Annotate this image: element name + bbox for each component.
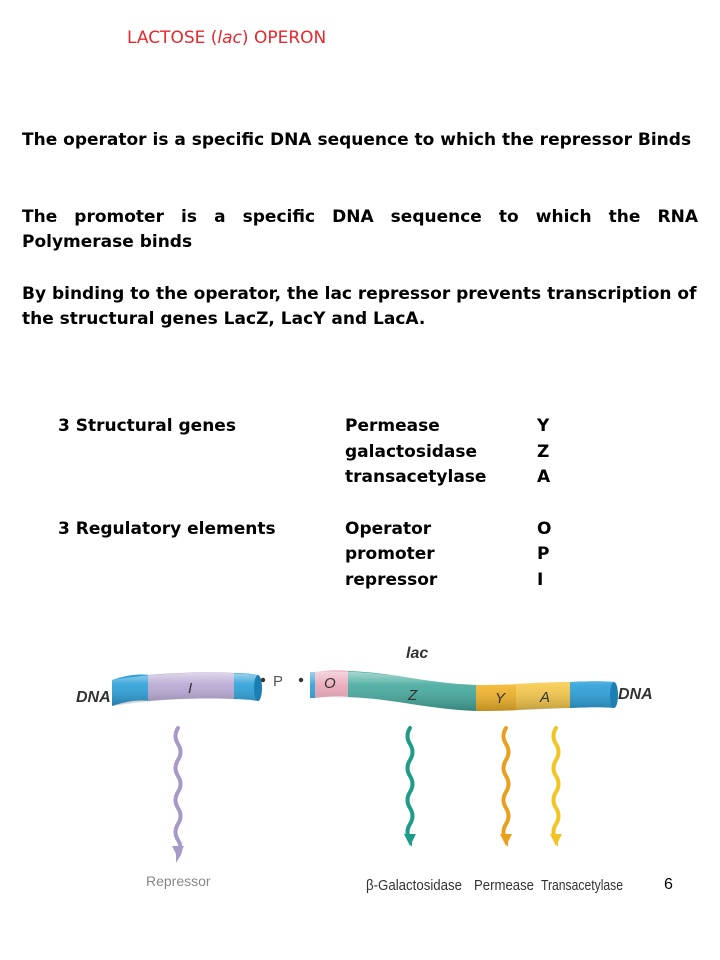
regulatory-elements-heading: 3 Regulatory elements bbox=[58, 518, 276, 539]
table-row: galactosidase Z bbox=[58, 440, 551, 466]
gene-y-label: Y bbox=[495, 690, 506, 707]
element-name: repressor bbox=[345, 569, 438, 590]
table-row: repressor I bbox=[58, 568, 551, 594]
element-letter: I bbox=[537, 569, 544, 590]
repressor-product-label: Repressor bbox=[146, 873, 211, 889]
element-letter: O bbox=[537, 518, 552, 539]
page-number: 6 bbox=[664, 876, 673, 893]
gene-letter: Y bbox=[537, 416, 550, 436]
promoter-paragraph: The promoter is a specific DNA sequence … bbox=[22, 207, 698, 252]
gene-name: Permease bbox=[345, 416, 440, 436]
table-row: transacetylase A bbox=[58, 465, 551, 491]
transacetylase-arrowhead bbox=[550, 834, 562, 846]
table-row: 3 Structural genes Permease Y bbox=[58, 414, 551, 440]
table-row: 3 Regulatory elements Operator O bbox=[58, 517, 551, 543]
gene-letter: A bbox=[537, 467, 551, 487]
permease-arrowhead bbox=[500, 834, 512, 846]
element-name: Operator bbox=[345, 518, 432, 539]
gene-o-label: O bbox=[324, 675, 336, 692]
lac-operon-diagram: DNA I P lac O Z Y A DNA Repressor β-Gala… bbox=[76, 645, 653, 894]
operator-paragraph: The operator is a specific DNA sequence … bbox=[22, 130, 692, 150]
transacetylase-mrna-arrow bbox=[551, 726, 561, 847]
promoter-dot-left bbox=[260, 677, 266, 683]
repressor-mrna-arrow bbox=[173, 726, 183, 863]
galactosidase-mrna-arrow bbox=[405, 726, 415, 847]
element-letter: P bbox=[537, 544, 550, 564]
transacetylase-product-label: Transacetylase bbox=[541, 877, 623, 894]
lac-label: lac bbox=[406, 645, 428, 662]
repressor-arrowhead bbox=[172, 846, 184, 858]
gene-z-label: Z bbox=[407, 687, 418, 704]
dna-right-segment bbox=[310, 670, 618, 711]
element-name: promoter bbox=[345, 544, 435, 564]
table-row: promoter P bbox=[58, 542, 551, 568]
promoter-label: P bbox=[273, 673, 283, 690]
structural-genes-heading: 3 Structural genes bbox=[58, 416, 236, 436]
gene-letter: Z bbox=[537, 441, 550, 462]
galactosidase-arrowhead bbox=[404, 834, 416, 846]
gene-name: galactosidase bbox=[345, 441, 478, 462]
repressor-paragraph: By binding to the operator, the lac repr… bbox=[22, 284, 697, 329]
gene-i-label: I bbox=[188, 680, 192, 697]
permease-mrna-arrow bbox=[501, 726, 511, 847]
dna-right-label: DNA bbox=[618, 686, 653, 703]
gene-name: transacetylase bbox=[345, 467, 487, 487]
galactosidase-product-label: β-Galactosidase bbox=[366, 877, 462, 894]
dna-left-label: DNA bbox=[76, 689, 111, 706]
page-title: LACTOSE (lac) OPERON bbox=[127, 28, 327, 48]
promoter-dot-right bbox=[298, 677, 304, 683]
gene-a-label: A bbox=[539, 689, 550, 706]
gene-table: 3 Structural genes Permease Y galactosid… bbox=[58, 414, 551, 593]
permease-product-label: Permease bbox=[474, 877, 534, 894]
dna-left-segment bbox=[112, 672, 262, 706]
